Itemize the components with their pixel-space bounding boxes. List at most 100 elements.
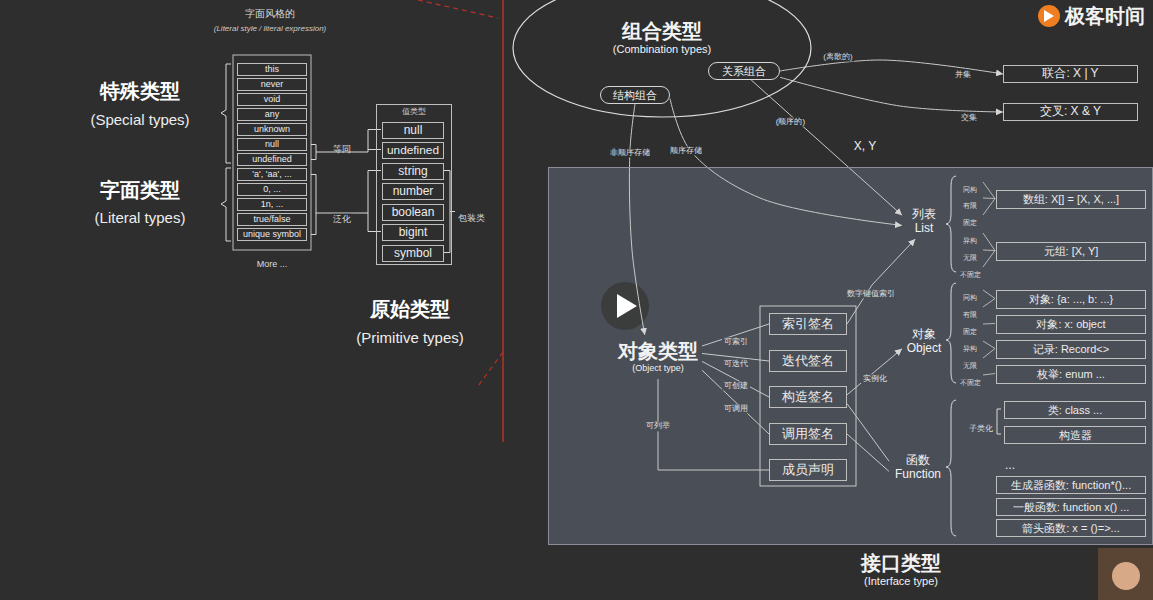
annotation-label: 无限	[961, 254, 979, 262]
category-node: 函数Function	[889, 451, 947, 485]
divider-line	[502, 0, 504, 442]
node-text: 一般函数: function x() ...	[1013, 501, 1130, 514]
node-text: never	[261, 79, 284, 89]
annotation-label: 等同	[331, 144, 353, 154]
node-text: 'a', 'aa', ...	[252, 169, 291, 179]
value-type-group: 值类型nullundefinedstringnumberbooleanbigin…	[376, 104, 452, 265]
annotation-label: (离散的)	[821, 52, 854, 61]
node-text: 对象: {a: ..., b: ...}	[1029, 293, 1113, 306]
type-box: undefined	[237, 153, 307, 166]
node-text: unknown	[254, 124, 290, 134]
annotation-label: 子类化	[967, 424, 995, 433]
type-box: 索引签名	[769, 313, 847, 335]
annotation-label: X, Y	[852, 140, 878, 154]
node-text: 交叉: X & Y	[1040, 105, 1101, 119]
node-text: 构造签名	[782, 390, 834, 405]
panel-heading: 接口类型(Interface type)	[801, 552, 1001, 588]
node-text: string	[398, 165, 427, 179]
type-box: this	[237, 63, 307, 76]
annotation-label: 固定	[961, 328, 979, 336]
node-text: 记录: Record<>	[1033, 343, 1109, 356]
ellipse-outline	[512, 0, 812, 118]
dashed-divider	[418, 0, 498, 18]
subclass-bracket	[997, 409, 1001, 434]
edge-label: 可迭代	[722, 360, 750, 369]
combination-pill: 结构组合	[600, 86, 670, 104]
node-text: 箭头函数: x = ()=>...	[1022, 522, 1120, 535]
equivalence-bracket	[311, 130, 381, 160]
node-text: 调用签名	[782, 427, 834, 442]
node-text: 对象	[912, 328, 936, 342]
edge-label: 可调用	[722, 405, 750, 414]
node-text: 组合类型	[512, 20, 812, 43]
annotation-label: (Literal style / literal expression)	[212, 24, 328, 33]
connector	[847, 239, 915, 324]
annotation-label: 同构	[961, 186, 979, 194]
edge-label: (顺序的)	[774, 118, 807, 127]
annotation-label: ...	[1003, 459, 1017, 473]
play-button	[601, 282, 649, 330]
type-box: 对象: {a: ..., b: ...}	[996, 290, 1146, 309]
node-text: null	[265, 139, 279, 149]
dashed-divider	[478, 352, 503, 386]
annotation-label: (Special types)	[88, 111, 191, 128]
type-box: unknown	[237, 123, 307, 136]
node-text: any	[265, 109, 280, 119]
edge-label: 可索引	[722, 337, 750, 346]
wrapper-bracket	[443, 171, 455, 253]
node-text: symbol	[394, 247, 432, 261]
annotation-label: 泛化	[331, 214, 353, 224]
trait-leader	[983, 182, 995, 267]
type-box: 迭代签名	[769, 350, 847, 372]
type-box: 类: class ...	[1004, 401, 1146, 419]
edge-label: 可创建	[722, 382, 750, 391]
node-text: 成员声明	[782, 463, 834, 478]
node-text: null	[404, 124, 423, 138]
node-text: 函数	[906, 454, 930, 468]
node-text: number	[393, 185, 434, 199]
type-box: 对象: x: object	[996, 315, 1146, 334]
combination-pill: 关系组合	[708, 62, 780, 80]
annotation-label: 不固定	[958, 271, 983, 279]
type-box: number	[382, 183, 444, 200]
literal-list-frame	[233, 55, 311, 250]
edge-label: 非顺序存储	[608, 148, 652, 157]
node-text: true/false	[253, 214, 290, 224]
annotation-label: 有限	[961, 311, 979, 319]
node-text: 对象: x: object	[1036, 318, 1105, 331]
type-box: symbol	[382, 245, 444, 262]
annotation-label: 包装类	[456, 212, 487, 222]
annotation-label: 固定	[961, 219, 979, 227]
node-text: (Combination types)	[512, 43, 812, 56]
logo-mark	[1044, 10, 1054, 22]
connector	[670, 99, 902, 226]
annotation-label: 有限	[961, 202, 979, 210]
type-box: 交叉: X & Y	[1003, 103, 1138, 121]
interface-panel-fill	[548, 167, 1153, 545]
node-text: 1n, ...	[261, 199, 284, 209]
type-box: 调用签名	[769, 423, 847, 445]
node-text: 枚举: enum ...	[1037, 368, 1105, 381]
annotation-label: 同构	[961, 294, 979, 302]
connector	[847, 434, 889, 471]
type-box: 数组: X[] = [X, X, ...]	[996, 190, 1146, 209]
ellipse-shape	[513, 0, 811, 117]
group-bracket	[221, 168, 231, 241]
connector	[751, 80, 902, 215]
annotation-label: 字面类型	[98, 179, 182, 202]
annotation-label: 异构	[961, 345, 979, 353]
node-text: bigint	[399, 226, 428, 240]
node-text: 迭代签名	[782, 354, 834, 369]
play-icon	[617, 294, 637, 318]
node-text: (Object type)	[632, 363, 684, 373]
combination-ellipse: 组合类型(Combination types) 关系组合结构组合	[512, 0, 812, 118]
annotation-label: 异构	[961, 237, 979, 245]
node-text: Object	[907, 342, 942, 356]
type-box: 0, ...	[237, 183, 307, 196]
presenter-face	[1112, 562, 1140, 590]
category-node: 对象类型(Object type)	[614, 335, 702, 379]
node-text: 对象类型	[618, 340, 698, 363]
connector	[702, 324, 769, 346]
curly-bracket	[946, 400, 956, 536]
category-node: 列表List	[902, 205, 946, 239]
